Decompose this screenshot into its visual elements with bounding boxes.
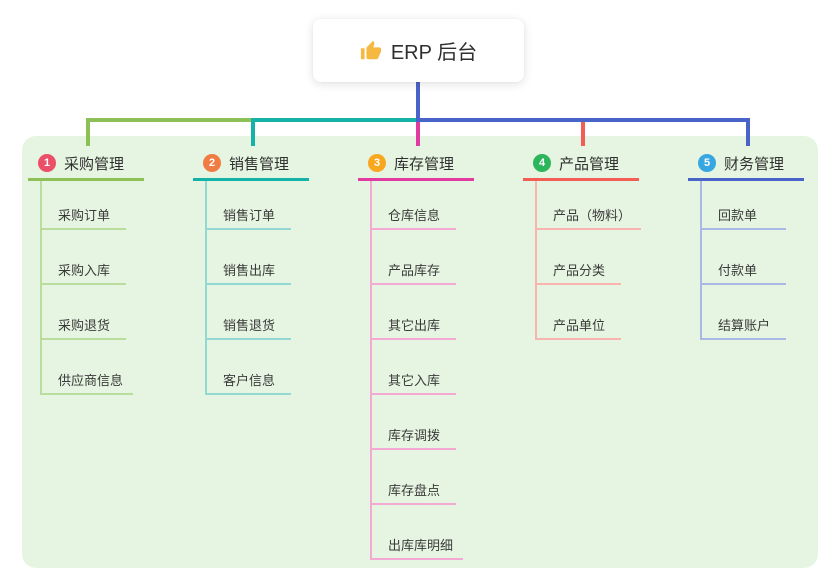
branch-4-node[interactable]: 4 产品管理	[523, 148, 639, 181]
branch-3-child-node[interactable]: 其它入库	[370, 369, 456, 395]
branch-3-child-node[interactable]: 其它出库	[370, 314, 456, 340]
branch-4-child-node[interactable]: 产品单位	[535, 314, 621, 340]
connector-drop-branch-3	[416, 122, 420, 146]
connector-drop-branch-4	[581, 122, 585, 146]
branch-2-children-connector	[205, 181, 207, 395]
branch-1-child-node[interactable]: 供应商信息	[40, 369, 134, 395]
branch-1-child-node[interactable]: 采购订单	[40, 204, 126, 230]
branch-5-number-badge: 5	[698, 154, 716, 172]
branch-3-children-connector	[370, 181, 372, 560]
branch-3-node[interactable]: 3 库存管理	[358, 148, 474, 181]
branch-3-child-node[interactable]: 库存盘点	[370, 479, 456, 505]
branch-2-child-node[interactable]: 销售出库	[205, 259, 291, 285]
connector-root-stem	[416, 82, 420, 118]
root-node[interactable]: ERP 后台	[313, 19, 524, 82]
branch-3-child-node[interactable]: 仓库信息	[370, 204, 456, 230]
connector-drop-branch-2	[251, 122, 255, 146]
root-label: ERP 后台	[390, 42, 478, 64]
branch-2-child-node[interactable]: 客户信息	[205, 369, 291, 395]
branch-5-children-connector	[700, 181, 702, 340]
connector-horizontal-branch-1	[86, 118, 255, 122]
branch-5-child-node[interactable]: 结算账户	[700, 314, 786, 340]
branch-1-number-badge: 1	[38, 154, 56, 172]
branch-2-number-badge: 2	[203, 154, 221, 172]
branch-1-node[interactable]: 1 采购管理	[28, 148, 144, 181]
branch-2-child-node[interactable]: 销售退货	[205, 314, 291, 340]
branch-1-child-node[interactable]: 采购退货	[40, 314, 126, 340]
branch-4-child-node[interactable]: 产品分类	[535, 259, 621, 285]
connector-drop-branch-5	[746, 122, 750, 146]
branches-panel	[22, 136, 818, 568]
connector-drop-branch-1	[86, 122, 90, 146]
branch-5-node[interactable]: 5 财务管理	[688, 148, 804, 181]
branch-3-number-badge: 3	[368, 154, 386, 172]
branch-5-child-node[interactable]: 回款单	[700, 204, 786, 230]
branch-1-label: 采购管理	[64, 155, 125, 173]
branch-3-child-node[interactable]: 产品库存	[370, 259, 456, 285]
connector-horizontal-right	[416, 118, 750, 122]
branch-4-child-node[interactable]: 产品（物料）	[535, 204, 642, 230]
branch-4-number-badge: 4	[533, 154, 551, 172]
branch-2-label: 销售管理	[229, 155, 290, 173]
branch-3-label: 库存管理	[394, 155, 455, 173]
branch-4-label: 产品管理	[559, 155, 620, 173]
branch-2-child-node[interactable]: 销售订单	[205, 204, 291, 230]
thumbs-up-icon	[360, 40, 382, 62]
branch-3-child-node[interactable]: 库存调拨	[370, 424, 456, 450]
branch-1-children-connector	[40, 181, 42, 395]
branch-2-node[interactable]: 2 销售管理	[193, 148, 309, 181]
branch-4-children-connector	[535, 181, 537, 340]
branch-3-child-node[interactable]: 出库库明细	[370, 534, 464, 560]
branch-5-label: 财务管理	[724, 155, 785, 173]
branch-5-child-node[interactable]: 付款单	[700, 259, 786, 285]
branch-1-child-node[interactable]: 采购入库	[40, 259, 126, 285]
connector-horizontal-branch-2	[251, 118, 420, 122]
